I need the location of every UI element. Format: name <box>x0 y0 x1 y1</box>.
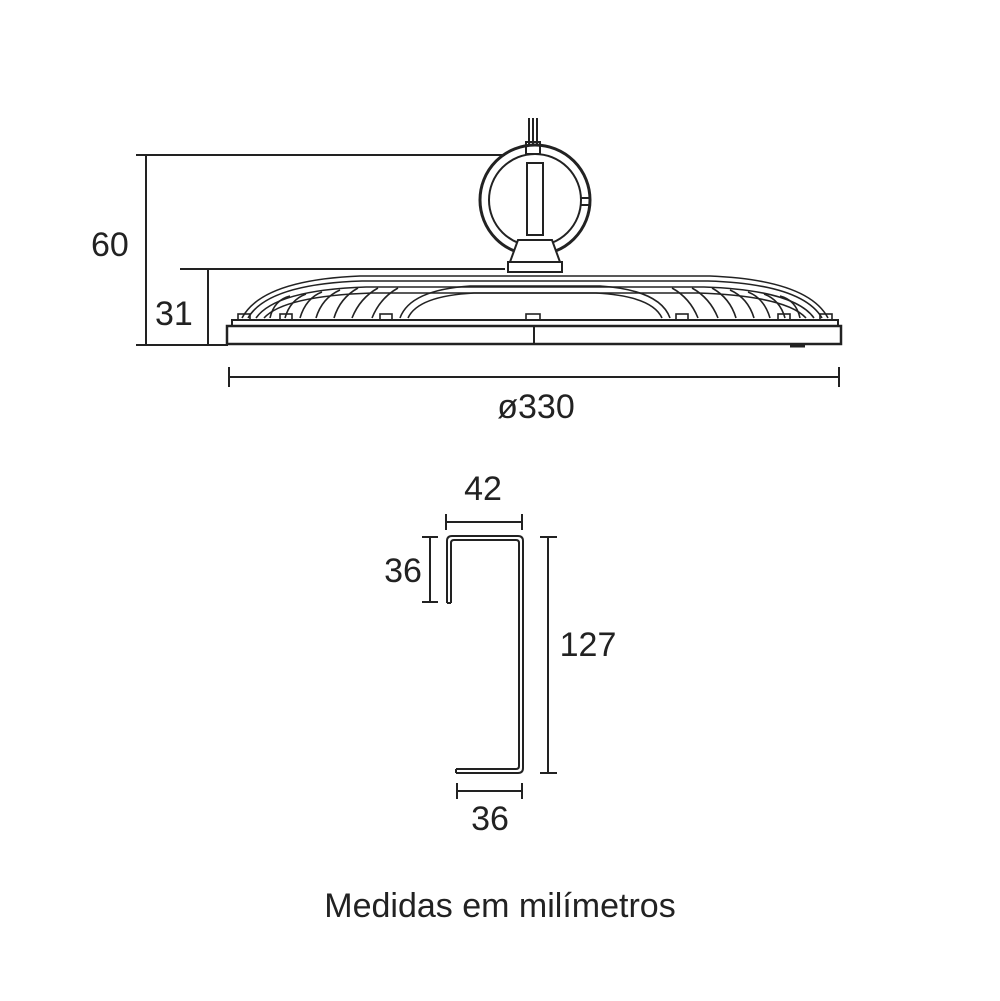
bracket-height-dimension <box>540 536 557 774</box>
diameter-label: ø330 <box>497 388 575 426</box>
lamp-ring-hanger <box>478 143 592 257</box>
height-body-label: 31 <box>155 295 193 333</box>
lamp-height-dimension <box>136 154 505 346</box>
bracket-bottom-width-label: 36 <box>471 800 509 838</box>
units-caption: Medidas em milímetros <box>324 887 675 925</box>
bracket-top-width-dimension <box>445 514 523 530</box>
bracket-bottom-width-dimension <box>456 783 523 799</box>
lamp-drawing <box>225 118 843 348</box>
bracket-top-width-label: 42 <box>464 470 502 508</box>
height-total-label: 60 <box>91 226 129 264</box>
bracket-top-drop-label: 36 <box>384 552 422 590</box>
lamp-base-plate <box>225 319 843 348</box>
lamp-diameter-dimension <box>228 367 840 387</box>
bracket-drawing <box>446 535 524 774</box>
lamp-heatsink <box>237 275 833 323</box>
lamp-cable <box>525 118 541 155</box>
bracket-height-label: 127 <box>560 626 617 664</box>
lamp-neck <box>507 239 563 273</box>
bracket-top-drop-dimension <box>422 536 438 603</box>
